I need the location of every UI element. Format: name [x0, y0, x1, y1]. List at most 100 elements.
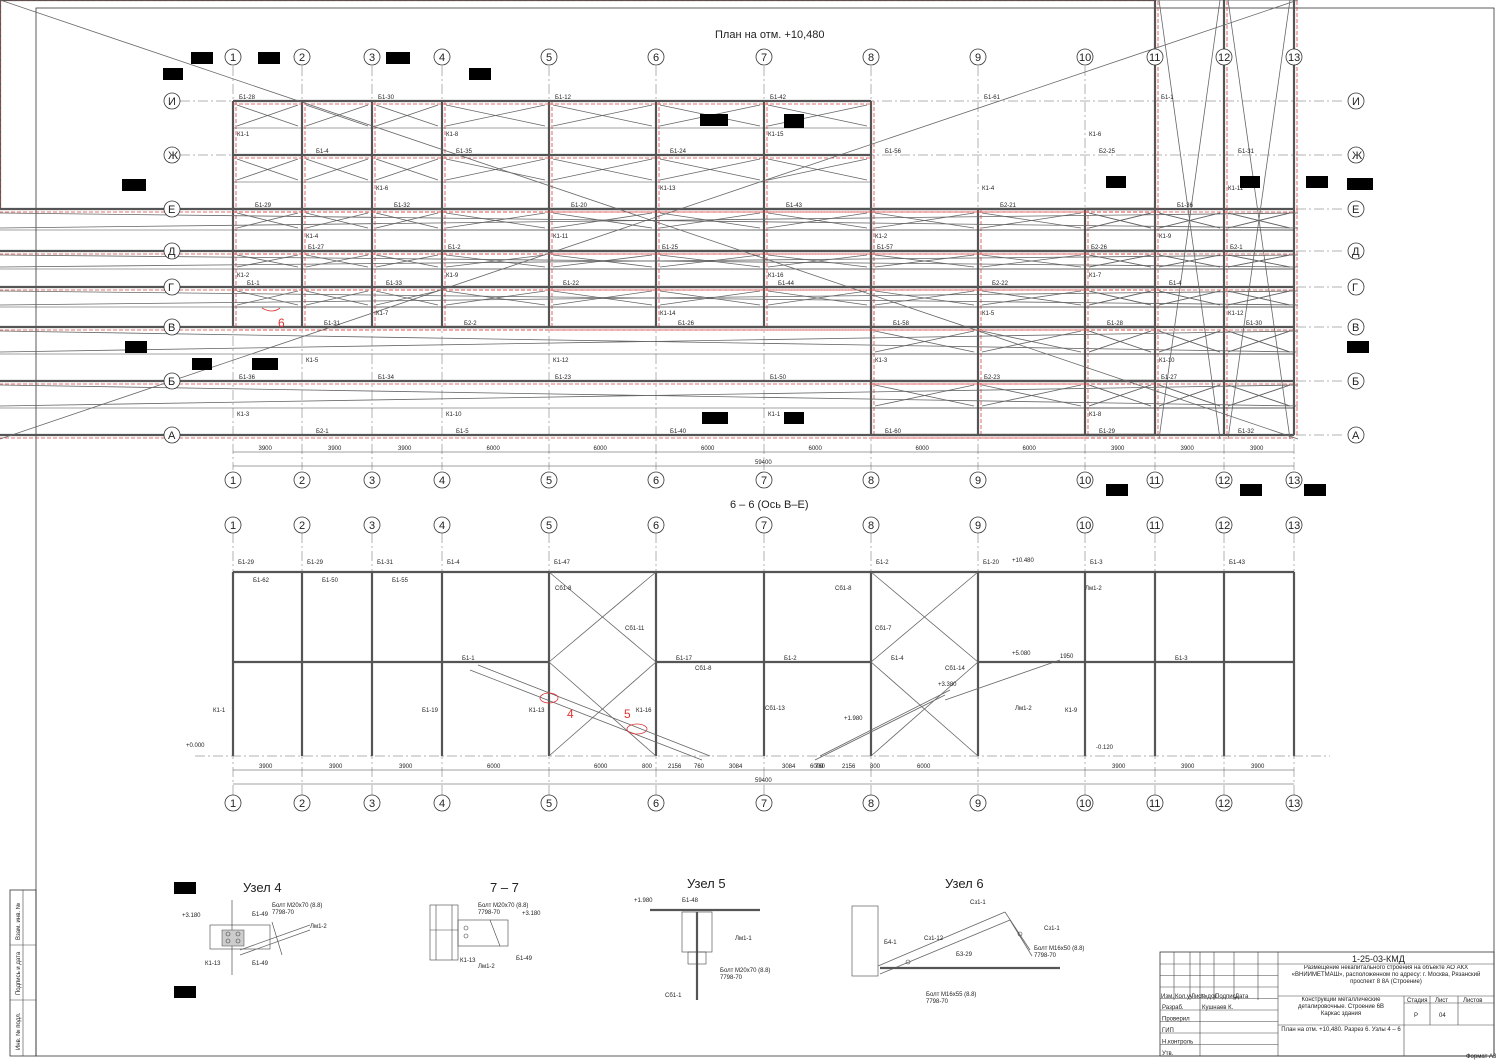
section-label: Сб1-8 [695, 666, 712, 672]
plan-brace [874, 384, 975, 407]
plan-column-label: К1-12 [553, 358, 569, 364]
plan-brace [1227, 384, 1291, 407]
plan-span-dimension: 6000 [594, 446, 608, 452]
plan-brace [767, 158, 868, 181]
section-label: Б1-20 [983, 560, 1000, 566]
elevation-mark: -0.120 [1096, 745, 1114, 751]
axis-marker [540, 48, 558, 66]
plan-column-label: К1-12 [1228, 311, 1244, 317]
axis-marker [293, 794, 311, 812]
axis-letter: Д [168, 246, 176, 258]
plan-beam-label: Б1-2 [448, 245, 461, 251]
svg-text:Б4-1: Б4-1 [884, 940, 897, 946]
plan-beam-label: Б1-61 [984, 95, 1001, 101]
plan-beam-label: Б1-32 [1238, 429, 1255, 435]
plan-beam-label: Б1-60 [885, 429, 902, 435]
plan-column-label: К1-8 [1089, 412, 1102, 418]
axis-letter: И [168, 96, 176, 108]
axis-number: 10 [1079, 52, 1091, 64]
axis-marker [163, 242, 181, 260]
axis-marker [1215, 471, 1233, 489]
plan-brace [1227, 254, 1291, 268]
plan-brace [0, 330, 1299, 353]
plan-beam-label: Б2-25 [1099, 149, 1116, 155]
axis-number: 8 [868, 475, 874, 487]
plan-brace [1158, 384, 1221, 407]
svg-text:Б3-29: Б3-29 [956, 952, 973, 958]
axis-number: 4 [439, 52, 445, 64]
section-dimension: 800 [642, 764, 653, 770]
axis-number: 10 [1079, 520, 1091, 532]
plan-column-label: К1-10 [1159, 358, 1175, 364]
axis-letter: А [1352, 430, 1360, 442]
svg-text:Б1-49: Б1-49 [516, 956, 533, 962]
plan-brace [236, 104, 299, 127]
section-dimension: 760 [694, 764, 705, 770]
axis-letter: Е [168, 204, 175, 216]
stamp-col-head: Дата [1235, 994, 1249, 1000]
axis-marker [755, 48, 773, 66]
axis-number: 10 [1079, 798, 1091, 810]
plan-beam-label: Б2-1 [316, 429, 329, 435]
stamp-developer: Кушнаев К. [1202, 1005, 1234, 1011]
plan-brace [0, 254, 1299, 268]
plan-column-label: К1-9 [446, 273, 459, 279]
axis-number: 13 [1288, 798, 1300, 810]
plan-beam-label: Б2-23 [984, 375, 1001, 381]
axis-letter: И [1352, 96, 1360, 108]
plan-beam-label: Б1-36 [1177, 203, 1194, 209]
plan-brace [1227, 330, 1291, 353]
section-label: Б1-4 [447, 560, 460, 566]
axis-marker [1215, 516, 1233, 534]
stamp-role: Проверил [1162, 1017, 1190, 1023]
plan-span-dimension: 6000 [701, 446, 715, 452]
plan-brace [1227, 0, 1291, 440]
section-label: Б1-4 [891, 656, 904, 662]
axis-letter: Ж [1352, 150, 1362, 162]
plan-column-label: К1-8 [446, 132, 459, 138]
axis-number: 5 [546, 520, 552, 532]
axis-marker [969, 516, 987, 534]
plan-beam-label: Б1-43 [786, 203, 803, 209]
plan-beam-label: Б1-42 [770, 95, 787, 101]
axis-marker [433, 516, 451, 534]
section-label: Б1-3 [1175, 656, 1188, 662]
plan-column-label: К1-4 [982, 186, 995, 192]
plan-beam-label: Б1-23 [555, 375, 572, 381]
plan-column-label: К1-2 [237, 273, 250, 279]
axis-marker [433, 471, 451, 489]
axis-number: 13 [1288, 475, 1300, 487]
section-label: К1-1 [213, 708, 226, 714]
plan-beam-label: Б1-58 [893, 321, 910, 327]
elevation-mark: +3.380 [938, 682, 957, 688]
axis-marker [1076, 516, 1094, 534]
axis-marker [1347, 92, 1365, 110]
axis-marker [224, 516, 242, 534]
axis-marker [540, 516, 558, 534]
plan-span-dimension: 3900 [1181, 446, 1195, 452]
axis-marker [755, 471, 773, 489]
axis-marker [755, 516, 773, 534]
section-stair [819, 689, 951, 757]
plan-beam-label: Б1-50 [770, 375, 787, 381]
axis-number: 5 [546, 475, 552, 487]
plan-column-label: К1-7 [376, 311, 389, 317]
section-label: К1-13 [529, 708, 545, 714]
axis-number: 4 [439, 798, 445, 810]
section-dimension: 3900 [1181, 764, 1195, 770]
axis-number: 6 [653, 520, 659, 532]
plan-brace [1158, 254, 1221, 268]
axis-marker [540, 794, 558, 812]
plan-brace [375, 212, 439, 229]
axis-marker [647, 516, 665, 534]
axis-marker [224, 471, 242, 489]
plan-brace [659, 290, 761, 306]
section-dimension: 3900 [399, 764, 413, 770]
plan-beam-label: Б1-44 [778, 281, 795, 287]
plan-beam-label: Б1-24 [670, 149, 687, 155]
axis-letter: Б [1352, 376, 1359, 388]
plan-beam-label: Б1-32 [394, 203, 411, 209]
plan-beam-label: Б1-1 [1161, 95, 1174, 101]
axis-marker [1076, 471, 1094, 489]
